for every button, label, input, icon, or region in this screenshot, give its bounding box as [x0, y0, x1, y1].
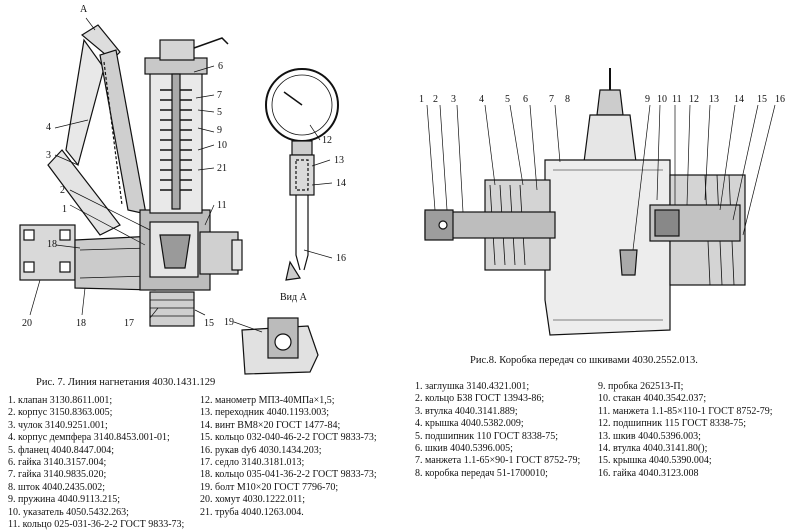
- list-item: 14. винт ВМ8×20 ГОСТ 1477-84;: [200, 419, 341, 431]
- svg-text:17: 17: [124, 318, 134, 329]
- fig8-parts-col2: 9. пробка 262513-П; 10. стакан 4040.3542…: [598, 381, 773, 480]
- list-item: 16. гайка 4040.3123.008: [598, 467, 699, 479]
- svg-text:4: 4: [46, 122, 51, 133]
- svg-text:7: 7: [549, 94, 554, 105]
- list-item: 12. подшипник 115 ГОСТ 8338-75;: [598, 418, 747, 430]
- svg-text:20: 20: [22, 318, 32, 329]
- list-item: 10. указатель 4050.5432.263;: [8, 506, 129, 518]
- svg-text:3: 3: [46, 150, 51, 161]
- fig8-callouts: 1 2 3 4 5 6 7 8 9 10 11 12 13 14 15 16: [419, 94, 785, 105]
- list-item: 9. пробка 262513-П;: [598, 381, 684, 392]
- list-item: 15. крышка 4040.5390.004;: [598, 455, 712, 467]
- svg-text:12: 12: [322, 135, 332, 146]
- list-item: 12. манометр МПЗ-40МПа×1,5;: [200, 395, 335, 406]
- list-item: 13. шкив 4040.5396.003;: [598, 430, 701, 442]
- list-item: 8. шток 4040.2435.002;: [8, 481, 106, 493]
- list-item: 2. корпус 3150.8363.005;: [8, 407, 113, 419]
- svg-text:9: 9: [217, 125, 222, 136]
- svg-text:14: 14: [734, 94, 744, 105]
- fig8-drawing: 1 2 3 4 5 6 7 8 9 10 11 12 13 14 15 16: [419, 68, 785, 336]
- svg-text:15: 15: [757, 94, 767, 105]
- svg-text:1: 1: [62, 204, 67, 215]
- svg-text:9: 9: [645, 94, 650, 105]
- fig8-gearbox: [544, 159, 671, 336]
- list-item: 8. коробка передач 51-1700010;: [415, 467, 548, 479]
- svg-text:16: 16: [336, 253, 346, 264]
- list-item: 11. манжета 1.1-85×110-1 ГОСТ 8752-79;: [598, 405, 773, 417]
- svg-text:2: 2: [60, 185, 65, 196]
- svg-text:2: 2: [433, 94, 438, 105]
- fig7-caption: Рис. 7. Линия нагнетания 4030.1431.129: [36, 377, 216, 388]
- list-item: 4. корпус демпфера 3140.8453.001-01;: [8, 432, 170, 444]
- list-item: 3. втулка 4040.3141.889;: [415, 405, 518, 417]
- list-item: 15. кольцо 032-040-46-2-2 ГОСТ 9833-73;: [200, 432, 377, 444]
- svg-text:18: 18: [76, 318, 86, 329]
- svg-text:1: 1: [419, 94, 424, 105]
- svg-text:18: 18: [47, 239, 57, 250]
- fig7-callouts: А 6 7 5 9 10 21 11 1 2 3 4 18 20 18 17 1…: [22, 4, 346, 329]
- svg-text:3: 3: [451, 94, 456, 105]
- svg-text:12: 12: [689, 94, 699, 105]
- list-item: 14. втулка 4040.3141.80();: [598, 442, 708, 454]
- svg-text:6: 6: [523, 94, 528, 105]
- list-item: 9. пружина 4040.9113.215;: [8, 494, 121, 506]
- fig7-sleeve: [47, 149, 121, 236]
- svg-text:6: 6: [218, 61, 223, 72]
- list-item: 1. заглушка 3140.4321.001;: [415, 381, 530, 392]
- svg-text:4: 4: [479, 94, 484, 105]
- svg-text:11: 11: [217, 200, 227, 211]
- list-item: 18. кольцо 035-041-36-2-2 ГОСТ 9833-73;: [200, 469, 377, 481]
- list-item: 6. шкив 4040.5396.005;: [415, 442, 513, 454]
- fig7-drawing: А 6 7 5 9 10 21 11 1 2 3 4 18 20 18 17 1…: [19, 4, 346, 375]
- fig7-adapter: [289, 154, 315, 196]
- list-item: 3. чулок 3140.9251.001;: [8, 419, 108, 431]
- svg-text:21: 21: [217, 163, 227, 174]
- svg-text:10: 10: [217, 140, 227, 151]
- fig8-caption: Рис.8. Коробка передач со шкивами 4030.2…: [470, 355, 698, 366]
- svg-text:19: 19: [224, 317, 234, 328]
- list-item: 10. стакан 4040.3542.037;: [598, 393, 707, 405]
- list-item: 19. болт M10×20 ГОСТ 7796-70;: [200, 481, 339, 493]
- svg-text:10: 10: [657, 94, 667, 105]
- list-item: 4. крышка 4040.5382.009;: [415, 418, 524, 430]
- fig7-hose: [295, 195, 309, 271]
- fig7-parts-col2: 12. манометр МПЗ-40МПа×1,5; 13. переходн…: [200, 395, 377, 519]
- fig8-shifter: [596, 89, 624, 116]
- svg-text:13: 13: [334, 155, 344, 166]
- list-item: 11. кольцо 025-031-36-2-2 ГОСТ 9833-73;: [8, 518, 185, 530]
- list-item: 2. кольцо Б38 ГОСТ 13943-86;: [415, 393, 545, 405]
- list-item: 1. клапан 3130.8611.001;: [8, 395, 113, 406]
- svg-text:А: А: [80, 4, 88, 15]
- fig8-parts-col1: 1. заглушка 3140.4321.001; 2. кольцо Б38…: [415, 381, 580, 480]
- list-item: 21. труба 4040.1263.004.: [200, 506, 304, 518]
- svg-text:8: 8: [565, 94, 570, 105]
- list-item: 20. хомут 4030.1222.011;: [200, 494, 306, 506]
- list-item: 5. подшипник 110 ГОСТ 8338-75;: [415, 430, 559, 442]
- svg-text:16: 16: [775, 94, 785, 105]
- list-item: 16. рукав dу6 4030.1434.203;: [200, 444, 322, 456]
- list-item: 7. гайка 3140.9835.020;: [8, 469, 107, 481]
- fig7-parts-col1: 1. клапан 3130.8611.001; 2. корпус 3150.…: [8, 395, 184, 531]
- list-item: 6. гайка 3140.3157.004;: [8, 456, 107, 468]
- list-item: 17. седло 3140.3181.013;: [200, 456, 305, 468]
- svg-text:11: 11: [672, 94, 682, 105]
- svg-text:5: 5: [505, 94, 510, 105]
- fig7-view-label: Вид А: [280, 292, 307, 303]
- list-item: 5. фланец 4040.8447.004;: [8, 444, 115, 456]
- svg-text:14: 14: [336, 178, 346, 189]
- svg-text:15: 15: [204, 318, 214, 329]
- list-item: 7. манжета 1.1-65×90-1 ГОСТ 8752-79;: [415, 455, 581, 467]
- list-item: 13. переходник 4040.1193.003;: [200, 407, 329, 419]
- svg-text:5: 5: [217, 107, 222, 118]
- svg-text:7: 7: [217, 90, 222, 101]
- svg-text:13: 13: [709, 94, 719, 105]
